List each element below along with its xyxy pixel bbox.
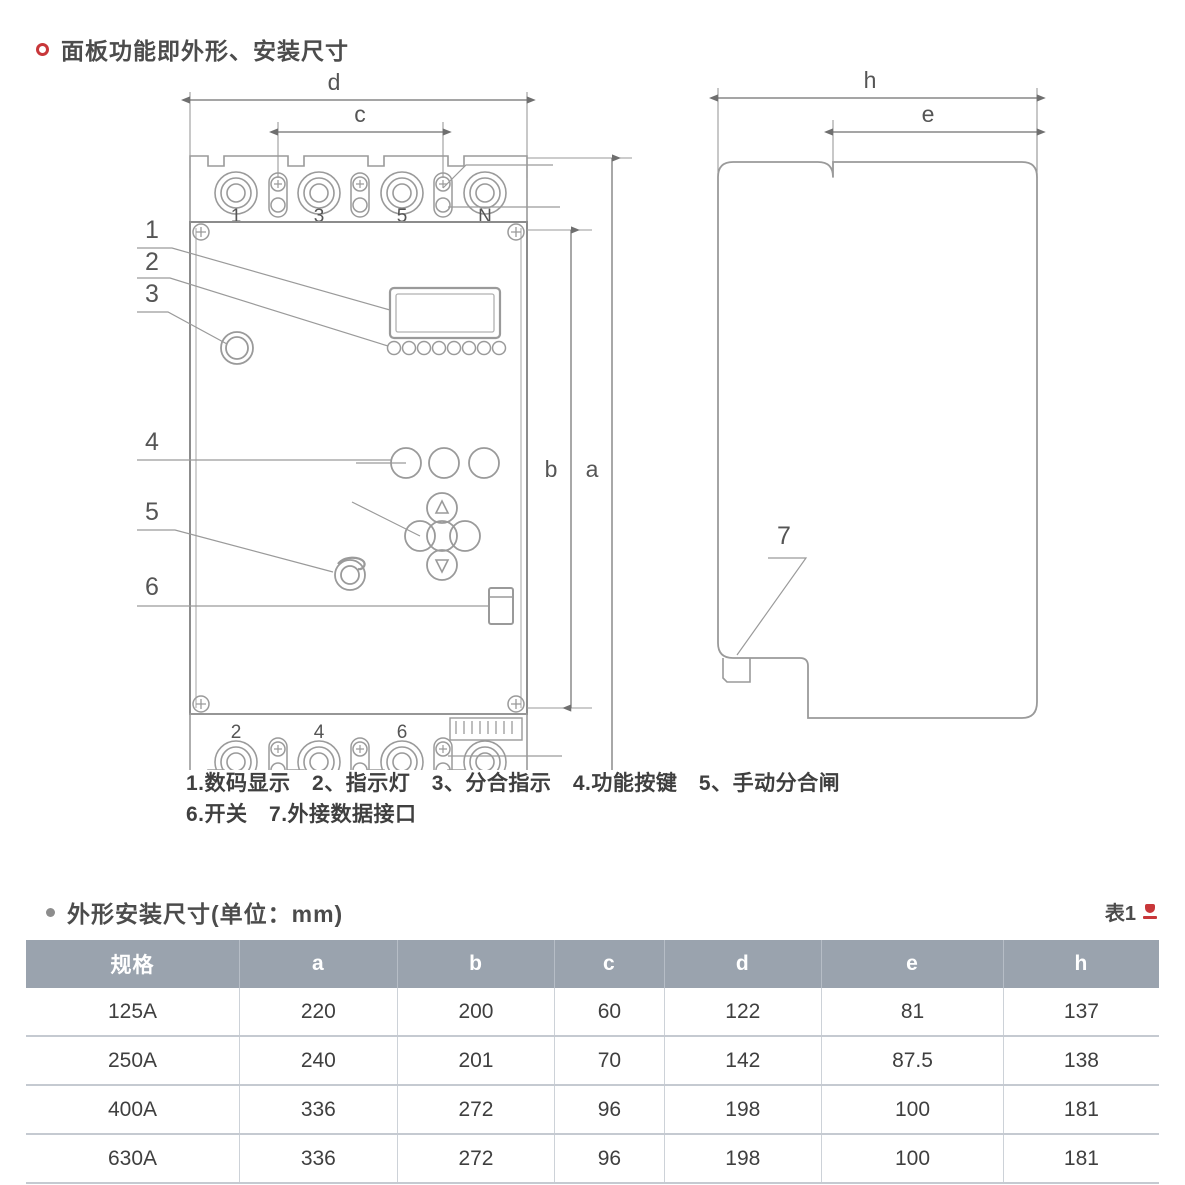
legend-line-2: 6.开关 7.外接数据接口 (186, 803, 417, 826)
data-port-nub (722, 658, 751, 683)
callout-7: 7 (777, 522, 791, 550)
bottom-terminal-group: 2 4 6 (214, 722, 507, 770)
callout-3: 3 (145, 280, 159, 308)
cell-spec: 125A (26, 988, 241, 1037)
dimension-b: b (527, 226, 592, 712)
table-row: 630A 336 272 96 198 100 181 (26, 1134, 1159, 1184)
technical-drawing: d c 1 3 5 N (0, 70, 1185, 770)
terminal-label-1: 1 (231, 206, 242, 227)
callout-group: 1 2 3 4 5 6 (137, 216, 489, 607)
panel-section-heading: 面板功能即外形、安装尺寸 (36, 32, 349, 66)
function-button-row (390, 447, 500, 479)
legend-line-1: 1.数码显示 2、指示灯 3、分合指示 4.功能按键 5、手动分合闸 (186, 772, 841, 795)
table-row: 400A 336 272 96 198 100 181 (26, 1085, 1159, 1135)
cell-h: 181 (1003, 1085, 1159, 1135)
terminal-leader-lines (442, 164, 560, 208)
cell-spec: 250A (26, 1036, 241, 1086)
cell-spec: 400A (26, 1085, 241, 1135)
svg-text:b: b (545, 456, 558, 482)
cell-e: 100 (821, 1085, 1004, 1135)
col-header-d: d (664, 940, 823, 988)
cell-c: 70 (554, 1036, 665, 1086)
col-header-h: h (1003, 940, 1159, 988)
cell-a: 336 (239, 1134, 398, 1184)
svg-text:h: h (864, 70, 877, 93)
cell-a: 220 (239, 988, 398, 1037)
table-section-title: 外形安装尺寸(单位：mm) (67, 901, 344, 927)
terminal-label-N: N (478, 206, 492, 227)
open-close-indicator (220, 331, 254, 365)
terminal-label-2: 2 (231, 722, 242, 743)
side-profile (717, 161, 1038, 719)
manual-switch-knob (334, 556, 366, 591)
dimension-h: h (709, 70, 1046, 175)
cell-b: 200 (397, 988, 556, 1037)
callout-4: 4 (145, 428, 159, 456)
table-row: 125A 220 200 60 122 81 137 (26, 988, 1159, 1037)
callout-5: 5 (145, 498, 159, 526)
callout-6: 6 (145, 573, 159, 601)
digital-display (388, 286, 502, 340)
cell-a: 240 (239, 1036, 398, 1086)
cell-b: 201 (397, 1036, 556, 1086)
top-flange (189, 155, 528, 223)
callout-1: 1 (145, 216, 159, 244)
up-triangle-icon (434, 499, 450, 514)
download-pin-icon[interactable] (1143, 903, 1157, 920)
col-header-spec: 规格 (26, 940, 241, 988)
cell-e: 81 (821, 988, 1004, 1037)
cell-c: 96 (554, 1134, 665, 1184)
data-connector-strip (449, 717, 523, 741)
cell-b: 272 (397, 1134, 556, 1184)
svg-text:d: d (328, 70, 341, 95)
callout-2: 2 (145, 248, 159, 276)
cell-d: 142 (664, 1036, 823, 1086)
svg-text:c: c (354, 101, 366, 127)
terminal-label-4: 4 (314, 722, 325, 743)
table-section-heading: 外形安装尺寸(单位：mm) (46, 895, 343, 929)
terminal-label-6: 6 (397, 722, 408, 743)
legend-block: 1.数码显示 2、指示灯 3、分合指示 4.功能按键 5、手动分合闸 6.开关 … (186, 768, 1086, 830)
table-header-row: 规格 a b c d e h (26, 940, 1159, 988)
cell-c: 96 (554, 1085, 665, 1135)
terminal-label-5: 5 (397, 206, 408, 227)
cell-h: 137 (1003, 988, 1159, 1037)
svg-text:a: a (586, 456, 599, 482)
cell-h: 181 (1003, 1134, 1159, 1184)
callout-7-group: 7 (736, 522, 808, 656)
cell-d: 198 (664, 1085, 823, 1135)
indicator-lamp-row (386, 340, 507, 356)
terminal-label-3: 3 (314, 206, 325, 227)
cell-d: 122 (664, 988, 823, 1037)
device-body (189, 221, 528, 715)
panel-section-title: 面板功能即外形、安装尺寸 (61, 38, 349, 64)
table-row: 250A 240 201 70 142 87.5 138 (26, 1036, 1159, 1086)
table-tag: 表1 (1105, 897, 1157, 926)
table-tag-label: 表1 (1104, 903, 1136, 925)
cell-e: 100 (821, 1134, 1004, 1184)
cell-spec: 630A (26, 1134, 241, 1184)
cell-h: 138 (1003, 1036, 1159, 1086)
navigation-pad (404, 492, 481, 581)
cell-a: 336 (239, 1085, 398, 1135)
col-header-e: e (821, 940, 1004, 988)
cell-c: 60 (554, 988, 665, 1037)
dimension-table: 规格 a b c d e h 125A 220 200 60 122 81 13… (26, 940, 1159, 1184)
toggle-switch (488, 587, 514, 625)
svg-text:e: e (922, 101, 935, 127)
dimension-c: c (269, 101, 452, 178)
down-triangle-icon (434, 559, 450, 574)
dimension-e: e (824, 101, 1046, 178)
cell-d: 198 (664, 1134, 823, 1184)
col-header-c: c (554, 940, 665, 988)
cell-b: 272 (397, 1085, 556, 1135)
red-bullet-icon (36, 42, 49, 56)
top-terminal-group: 1 3 5 N (214, 171, 507, 227)
col-header-b: b (397, 940, 556, 988)
cell-e: 87.5 (821, 1036, 1004, 1086)
col-header-a: a (239, 940, 398, 988)
gray-bullet-icon (46, 907, 55, 917)
dimension-a: a (527, 154, 632, 770)
